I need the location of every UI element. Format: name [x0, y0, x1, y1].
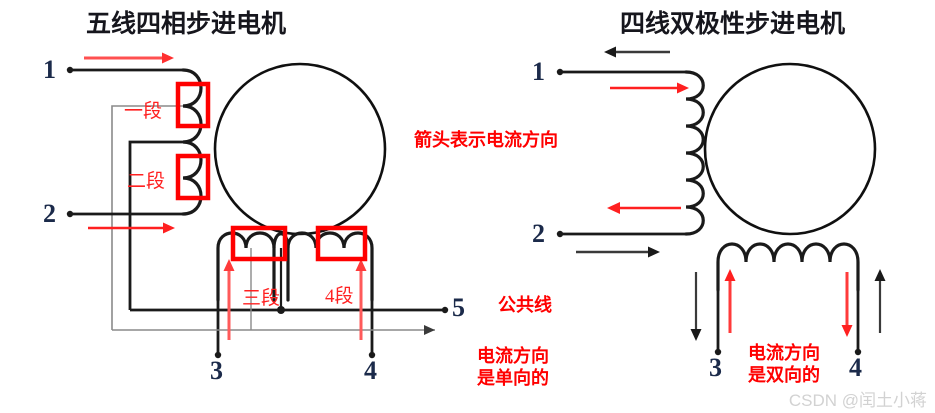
coil-vertical-left: [181, 68, 203, 216]
coil-bottom-link: [272, 232, 290, 249]
current-arrows-left: [84, 52, 367, 340]
note-common-line: 公共线: [498, 295, 552, 315]
note-right-current-line-2: 是双向的: [748, 365, 820, 385]
highlight-box-segment-4: [315, 225, 368, 262]
segment-label-4: 4段: [325, 286, 354, 307]
highlight-boxes-left: [175, 81, 368, 262]
highlight-box-segment-1: [175, 81, 211, 129]
csdn-watermark: CSDN @闰土小蒋: [788, 391, 927, 410]
current-arrow-4-head: [355, 259, 367, 271]
note-left-current-line-2: 是单向的: [477, 368, 549, 388]
right-schematic: [556, 46, 886, 356]
segment-label-1: 一段: [124, 101, 163, 122]
rotor-circle-left: [213, 62, 387, 236]
terminal-label-right-1: 1: [532, 57, 545, 86]
segment-label-3: 三段: [242, 288, 281, 309]
terminal-dot-3: [214, 351, 222, 359]
coil-vertical-right: [684, 70, 705, 236]
terminal-label-left-1: 1: [43, 55, 56, 84]
terminal-label-left-4: 4: [364, 356, 377, 385]
left-schematic: [66, 52, 449, 359]
terminal-dot-2: [66, 210, 74, 218]
current-arrow-3-head: [223, 259, 235, 271]
coil-bottom-left-4: [286, 231, 374, 302]
terminal-dot-5: [441, 306, 449, 314]
coil-bottom-left-3: [216, 231, 276, 302]
current-arrows-right: [576, 46, 886, 341]
current-arrow-2-black-head: [648, 246, 660, 258]
note-arrow-legend: 箭头表示电流方向: [414, 130, 558, 150]
highlight-box-segment-3: [230, 225, 288, 262]
highlight-box-segment-2: [175, 153, 211, 201]
current-arrow-1-head: [162, 52, 174, 64]
wire-center-tap-bold: [128, 140, 183, 310]
terminal-label-right-4: 4: [849, 353, 862, 382]
terminal-dot-1: [66, 66, 74, 74]
junction-dot-common: [277, 306, 285, 314]
note-right-current-line-1: 电流方向: [748, 343, 820, 363]
current-arrow-4-red-head: [841, 325, 853, 337]
terminal-label-right-2: 2: [532, 219, 545, 248]
left-diagram-title: 五线四相步进电机: [86, 11, 287, 38]
terminal-dot-3: [714, 348, 722, 356]
current-arrow-3-black-head: [690, 329, 702, 341]
terminal-label-right-3: 3: [709, 353, 722, 382]
current-arrow-4-black-head: [874, 269, 886, 281]
terminal-label-left-2: 2: [43, 199, 56, 228]
terminal-dot-2: [556, 230, 564, 238]
note-left-current-line-1: 电流方向: [477, 346, 549, 366]
coil-bottom-right: [716, 242, 860, 292]
terminal-dot-4: [854, 348, 862, 356]
current-arrow-3-red-head: [724, 269, 736, 281]
wire-center-tap-thin: [111, 105, 183, 330]
current-arrow-2-red-head: [607, 202, 620, 214]
terminal-label-left-3: 3: [210, 356, 223, 385]
terminal-dot-4: [368, 351, 376, 359]
segment-label-2: 二段: [127, 171, 166, 192]
arrow-return-thin: [424, 325, 435, 335]
right-diagram-title: 四线双极性步进电机: [620, 11, 846, 38]
current-arrow-1-red-head: [677, 82, 689, 94]
current-arrow-2-head: [163, 222, 175, 234]
current-arrow-1-black-head: [604, 46, 616, 58]
terminal-label-left-5: 5: [452, 293, 465, 322]
rotor-circle-right: [703, 62, 877, 236]
terminal-dot-1: [556, 68, 564, 76]
